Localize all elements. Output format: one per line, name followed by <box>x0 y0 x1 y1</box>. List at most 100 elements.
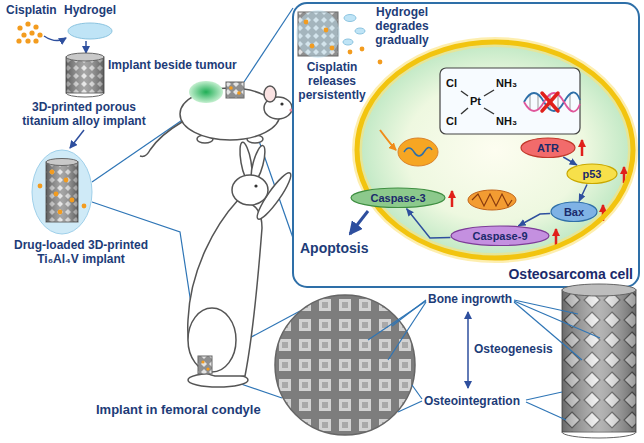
dna-helix <box>538 94 539 110</box>
upregulation-arrow <box>581 140 584 156</box>
nucleus <box>398 138 438 166</box>
damage-cross <box>542 93 558 111</box>
cell-body <box>357 42 633 258</box>
implant-caption: 3D-printed porous titanium alloy implant <box>14 100 154 128</box>
process-note: Hydrogel degrades gradually <box>370 5 434 47</box>
cisplatin-dots <box>33 38 38 43</box>
protein-name: p53 <box>583 168 602 181</box>
nucleus <box>404 147 432 156</box>
chemical-bond <box>461 108 468 114</box>
dna-helix <box>558 94 559 110</box>
panel-implant <box>324 28 329 33</box>
protein-ellipse: Caspase-9 <box>450 225 550 247</box>
knee-implant <box>201 360 204 363</box>
protein-ellipse: Caspase-3 <box>350 187 446 209</box>
porous-implant <box>66 53 104 61</box>
protein-ellipse <box>521 138 575 158</box>
material-label: Hydrogel <box>64 3 116 17</box>
protein-ellipse <box>567 164 617 184</box>
leader-line <box>368 300 600 420</box>
zoom-line <box>244 8 293 82</box>
drug-loaded-implant <box>64 178 69 183</box>
hydrogel-droplets <box>355 28 365 34</box>
atom-symbol: Cl <box>446 77 457 90</box>
leader-line <box>412 385 422 399</box>
cisplatin-dots <box>16 38 21 43</box>
released-cisplatin <box>360 47 365 52</box>
dna-helix <box>530 94 531 110</box>
mouse-drawing <box>280 102 283 105</box>
chemical-bond <box>461 90 494 114</box>
process-label: Bone ingrowth <box>428 292 512 306</box>
drug-loaded-implant <box>32 150 92 234</box>
drug-loaded-implant <box>32 150 92 234</box>
cell-membrane <box>357 42 633 258</box>
implant-cylinder <box>562 290 636 432</box>
pathway-arrow <box>518 213 550 226</box>
drug-label: Cisplatin <box>6 3 57 17</box>
panel-implant <box>296 10 340 58</box>
implant-caption: Drug-loaded 3D-printed Ti₆Al₄V implant <box>6 238 156 266</box>
porous-implant <box>66 57 104 93</box>
cisplatin-dots <box>33 24 38 29</box>
cisplatin-dots <box>17 25 22 30</box>
upregulation-arrow <box>451 191 454 207</box>
protein-name: ATR <box>537 142 559 155</box>
rabbit-drawing <box>232 175 268 205</box>
drug-loaded-implant <box>58 210 63 215</box>
mitochondrion <box>472 194 512 206</box>
drug-loaded-implant <box>50 170 55 175</box>
mouse-drawing <box>264 86 276 102</box>
porous-implant <box>66 93 104 97</box>
protein-ellipse <box>451 226 549 246</box>
mitochondrion <box>468 190 516 210</box>
knee-implant <box>198 356 212 374</box>
implant-cylinder <box>562 290 636 432</box>
process-label: Osteointegration <box>424 394 520 408</box>
dna-helix <box>524 93 580 112</box>
zoom-line <box>92 202 199 356</box>
tumour <box>189 81 223 103</box>
cisplatin-dots <box>37 32 42 37</box>
leader-line <box>526 392 562 400</box>
protein-name: Bax <box>564 206 584 219</box>
drug-loaded-implant <box>38 170 87 215</box>
zoom-panel <box>293 3 639 287</box>
cisplatin-dots <box>25 38 30 43</box>
drug-loaded-implant <box>38 184 43 189</box>
model-caption: Implant in femoral condyle <box>96 402 261 417</box>
drug-loaded-implant <box>46 162 78 222</box>
panel-implant <box>296 10 340 58</box>
released-cisplatin <box>378 60 383 65</box>
panel-implant <box>330 46 335 51</box>
rabbit-drawing <box>254 184 257 187</box>
drug-loaded-implant <box>54 192 59 197</box>
mouse-implant <box>229 86 233 90</box>
dna-helix <box>524 92 580 111</box>
cell-label: Osteosarcoma cell <box>508 266 633 282</box>
upregulation-arrow <box>555 229 558 245</box>
leader-line <box>526 402 566 420</box>
porous-implant <box>66 57 104 93</box>
process-label: Osteogenesis <box>474 342 553 356</box>
process-arrow <box>44 36 66 41</box>
pathway-arrow <box>579 185 587 202</box>
mouse-drawing <box>140 122 182 156</box>
double-arrow <box>467 312 469 388</box>
drug-loaded-implant <box>46 159 78 166</box>
knee-implant <box>198 356 212 374</box>
panel-implant <box>310 44 315 49</box>
drug-loaded-implant <box>82 204 87 209</box>
protein-ellipse <box>551 202 597 222</box>
chemical-bond <box>484 108 494 114</box>
hydrogel-droplets <box>343 39 353 45</box>
cisplatin-dots <box>25 21 30 26</box>
hydrogel-droplets <box>343 15 365 46</box>
implant-cylinder <box>562 432 636 438</box>
porous-implant <box>66 53 104 97</box>
panel-implant <box>304 20 309 25</box>
outcome-label: Apoptosis <box>300 240 368 256</box>
damage-cross <box>542 93 558 111</box>
apoptosis-arrow <box>350 211 368 234</box>
